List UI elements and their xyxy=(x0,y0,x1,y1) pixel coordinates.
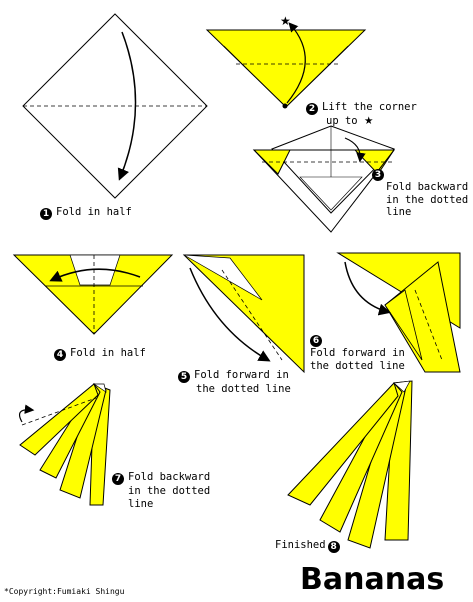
step7-diagram xyxy=(19,383,111,506)
step2-number: 2 xyxy=(306,103,318,115)
step2-diagram: ★ xyxy=(205,14,367,109)
step5-number: 5 xyxy=(178,371,190,383)
star-icon: ★ xyxy=(280,14,291,28)
step8-number: 8 xyxy=(327,541,340,553)
step1-diagram xyxy=(22,13,208,199)
copyright-text: *Copyright:Fumiaki Shingu xyxy=(4,587,125,596)
step7-number: 7 xyxy=(112,473,124,485)
page-title: Bananas xyxy=(300,562,445,597)
step4-diagram xyxy=(12,254,174,335)
step3-number: 3 xyxy=(372,169,384,181)
step5-diagram xyxy=(182,254,305,374)
star-icon: ★ xyxy=(363,115,374,127)
step4-number: 4 xyxy=(54,349,66,361)
step3-label: 3 Fold backward in the dotted line xyxy=(372,167,468,219)
step6-diagram xyxy=(336,252,461,373)
step6-number: 6 xyxy=(310,335,322,347)
step8-diagram xyxy=(287,380,413,549)
step1-number: 1 xyxy=(40,208,52,220)
step3-diagram xyxy=(252,125,396,233)
step6-label: 6 Fold forward in the dotted line xyxy=(310,335,405,372)
